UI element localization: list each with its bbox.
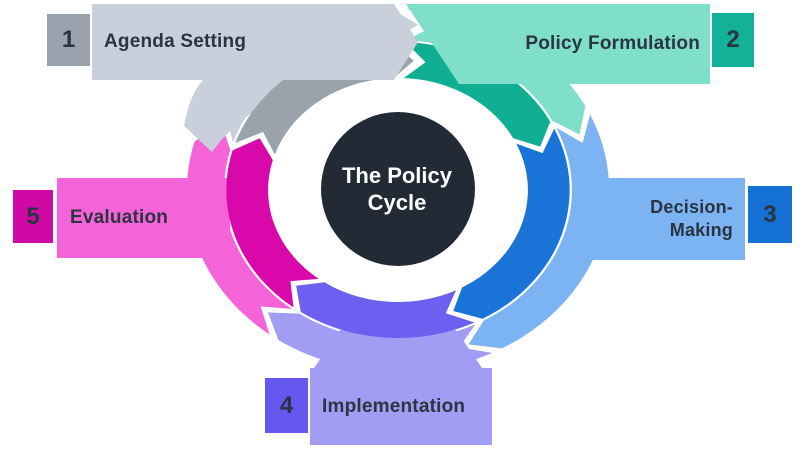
stage-5-band — [57, 178, 230, 258]
stage-4-label-implementation: Implementation — [322, 395, 466, 417]
stage-3-flare — [468, 114, 609, 349]
stage-2-number: 2 — [726, 26, 740, 53]
stage-1-number-badge: 1 — [47, 14, 90, 66]
stage-1-band — [92, 4, 418, 80]
stage-4-number-badge: 4 — [265, 378, 308, 433]
stage-5-number-badge: 5 — [13, 190, 53, 243]
stage-5-number: 5 — [26, 202, 40, 230]
stage-3-number-badge: 3 — [748, 186, 792, 243]
stage-3-band — [577, 178, 745, 260]
stage-2-arc — [403, 42, 551, 147]
diagram-title: The Policy Cycle — [307, 150, 487, 228]
diagram-title-text: The Policy Cycle — [341, 163, 453, 215]
stage-3-number: 3 — [763, 200, 777, 228]
stage-2-band — [406, 4, 710, 84]
stage-1-number: 1 — [61, 26, 76, 53]
stage-2-label-policy-formulation: Policy Formulation — [525, 33, 700, 54]
stage-1-connector — [184, 78, 335, 152]
stage-1-label-agenda-setting: Agenda Setting — [104, 31, 247, 52]
stage-2-number-badge: 2 — [712, 13, 754, 67]
stage-5-arc — [226, 138, 319, 308]
stage-3-arc — [453, 128, 570, 319]
stage-4-band — [310, 368, 492, 445]
stage-3-label-decision-making: Decision-Making — [650, 197, 733, 240]
center-circle — [321, 112, 475, 266]
stage-4-arc — [296, 282, 475, 338]
stage-5-flare — [186, 123, 293, 335]
stage-4-connector — [314, 330, 482, 368]
stage-4-number: 4 — [279, 391, 294, 419]
stage-5-label-evaluation: Evaluation — [70, 207, 169, 228]
